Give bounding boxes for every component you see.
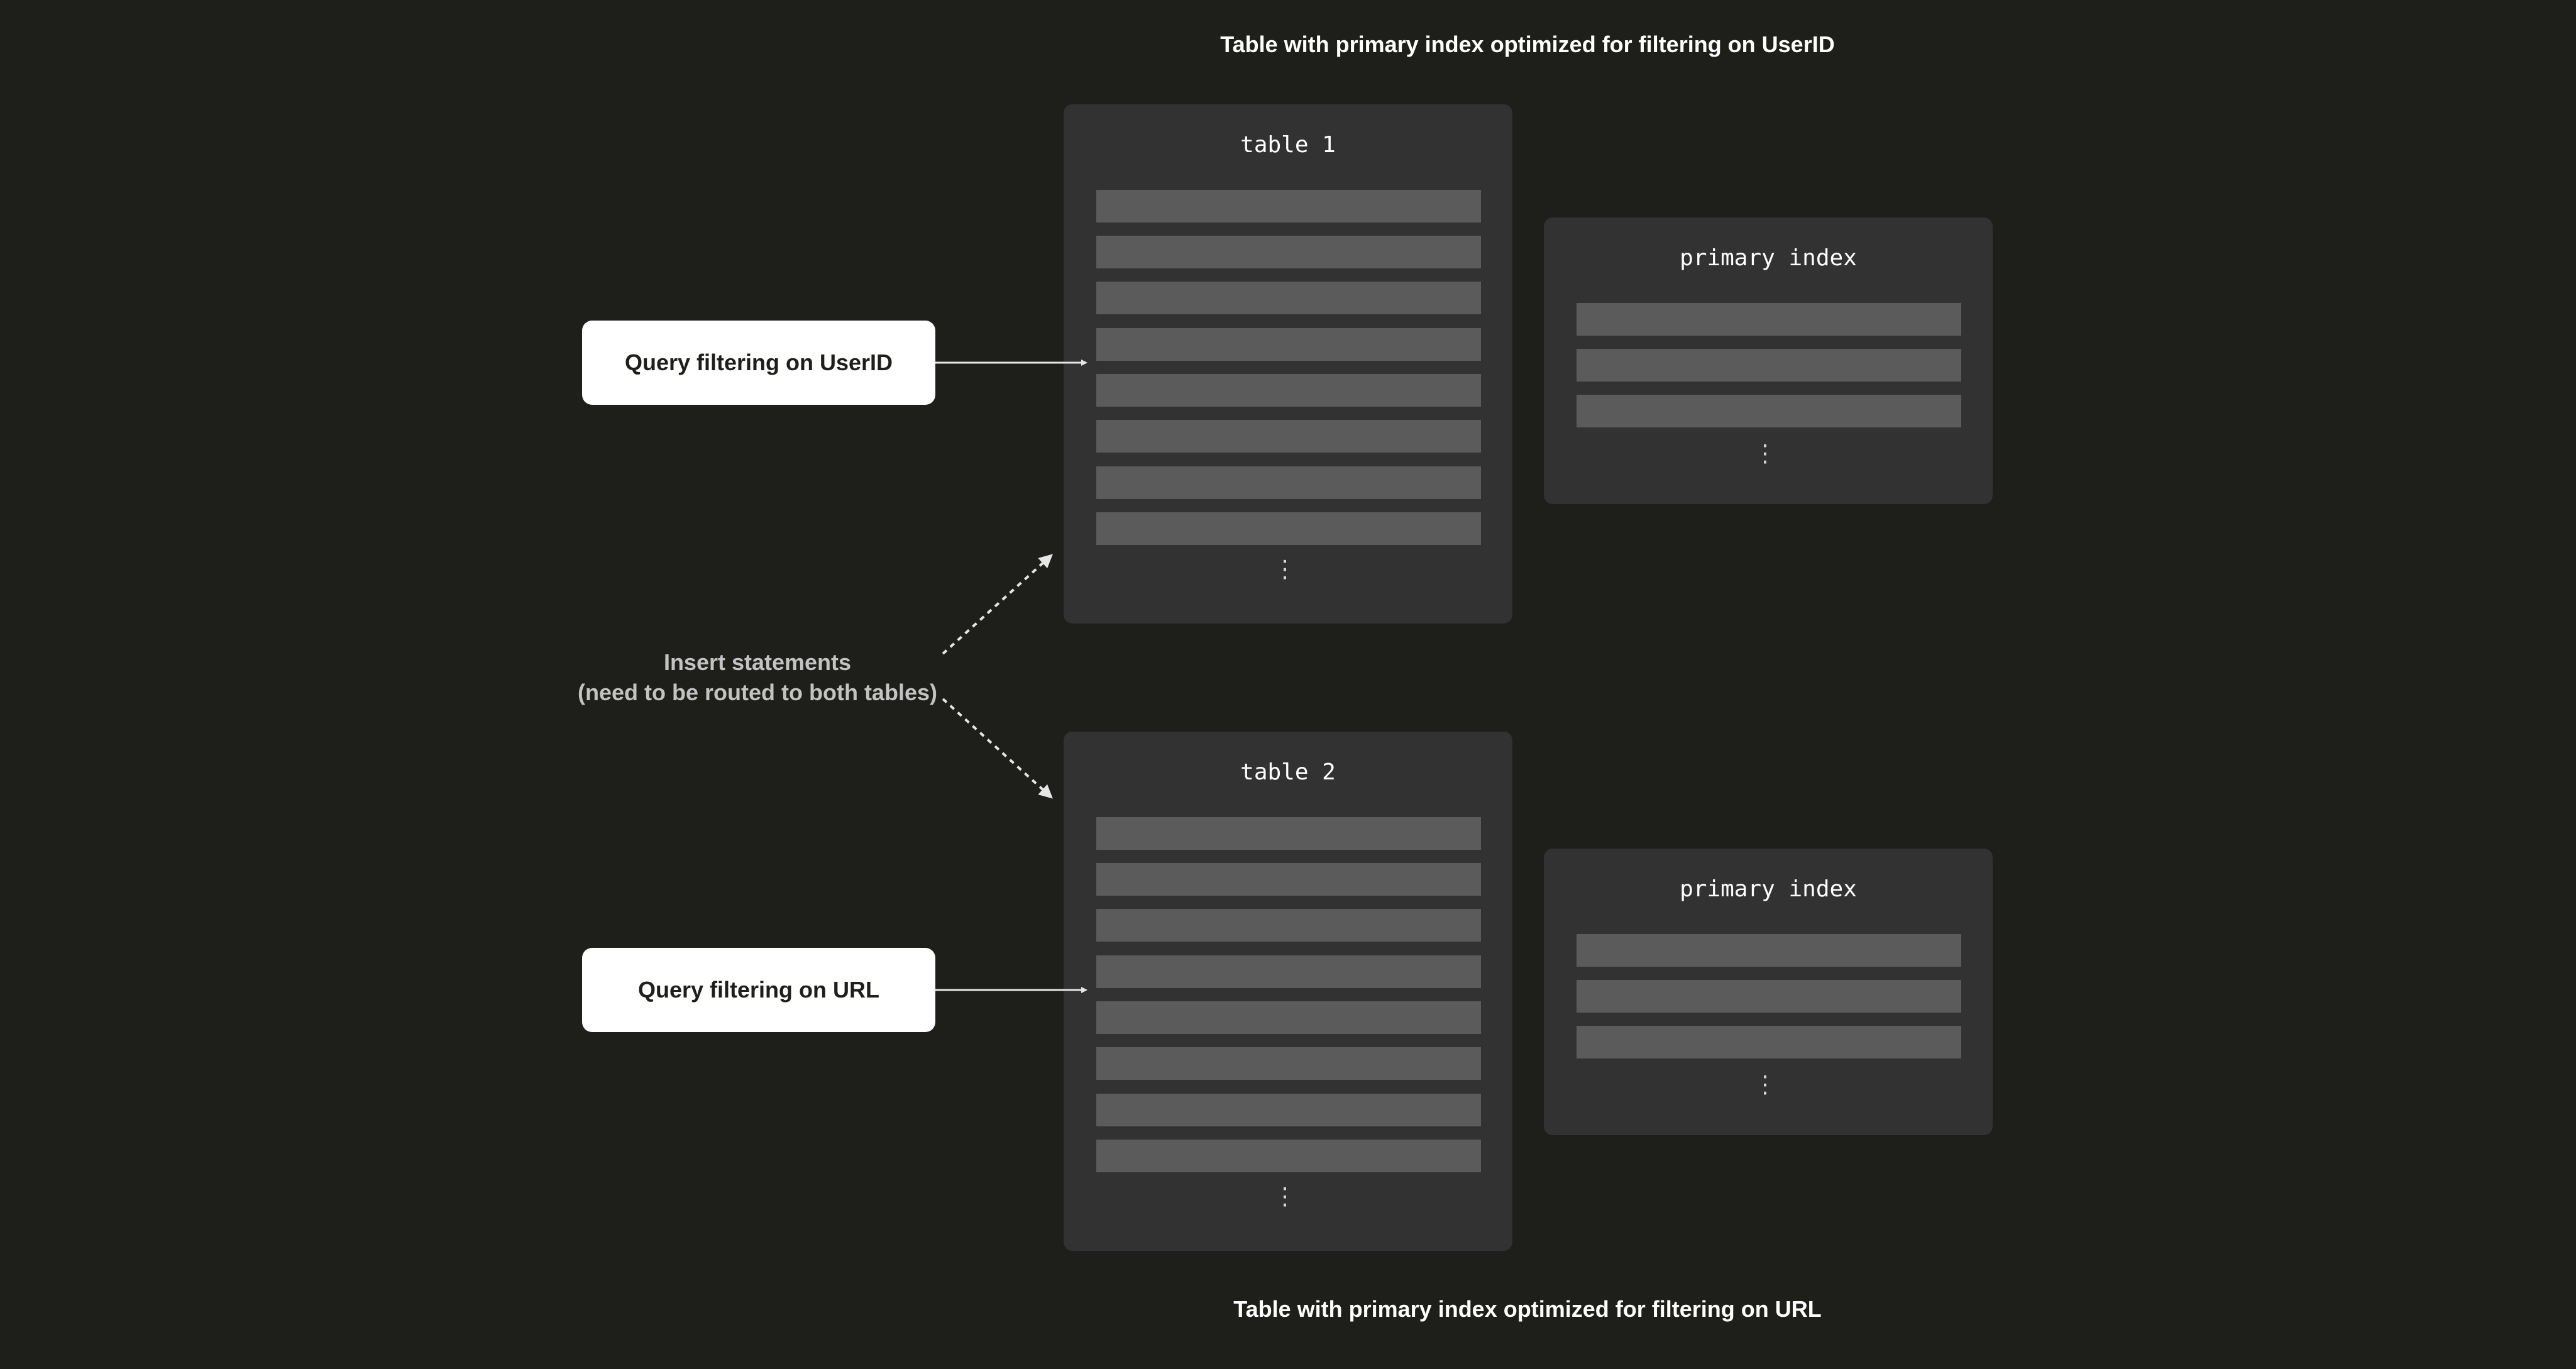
table-1-row [1096, 420, 1481, 453]
primary-index-1-row [1577, 349, 1961, 382]
query-userid-box: Query filtering on UserID [582, 321, 935, 405]
table-2-row [1096, 1047, 1481, 1080]
table-2-row [1096, 1001, 1481, 1034]
table-2-panel: table 2 ⋮ [1064, 732, 1512, 1251]
table-1-row [1096, 328, 1481, 361]
primary-index-2-row [1577, 1026, 1961, 1058]
primary-index-2-row [1577, 934, 1961, 967]
table-1-row [1096, 282, 1481, 314]
primary-index-1-title: primary index [1680, 245, 1857, 271]
insert-statements-line2: (need to be routed to both tables) [578, 679, 937, 705]
table-1-panel: table 1 ⋮ [1064, 104, 1512, 624]
table-1-row [1096, 190, 1481, 223]
primary-index-2-title: primary index [1680, 876, 1857, 902]
query-url-box: Query filtering on URL [582, 948, 935, 1032]
table-2-row [1096, 817, 1481, 850]
caption-bottom: Table with primary index optimized for f… [1233, 1296, 1822, 1322]
table-2-row [1096, 1094, 1481, 1126]
table-2-title: table 2 [1240, 759, 1336, 785]
primary-index-2-panel: primary index ⋮ [1544, 849, 1993, 1135]
table-1-row [1096, 466, 1481, 499]
table-2-row [1096, 909, 1481, 942]
table-2-row [1096, 955, 1481, 988]
table-1-row [1096, 512, 1481, 545]
primary-index-1-row [1577, 395, 1961, 427]
primary-index-1-panel: primary index ⋮ [1544, 217, 1993, 504]
primary-index-1-row [1577, 303, 1961, 336]
primary-index-2-row [1577, 980, 1961, 1013]
table-1-row [1096, 236, 1481, 268]
table-1-title: table 1 [1240, 132, 1336, 158]
caption-top: Table with primary index optimized for f… [1220, 31, 1835, 57]
table-2-row [1096, 863, 1481, 896]
arrow-insert-to-table-1 [942, 554, 1053, 655]
insert-statements-line1: Insert statements [663, 649, 852, 675]
table-2-row [1096, 1140, 1481, 1172]
arrow-insert-to-table-2 [942, 698, 1053, 799]
table-1-row [1096, 374, 1481, 407]
insert-statements-label: Insert statements (need to be routed to … [566, 647, 949, 708]
